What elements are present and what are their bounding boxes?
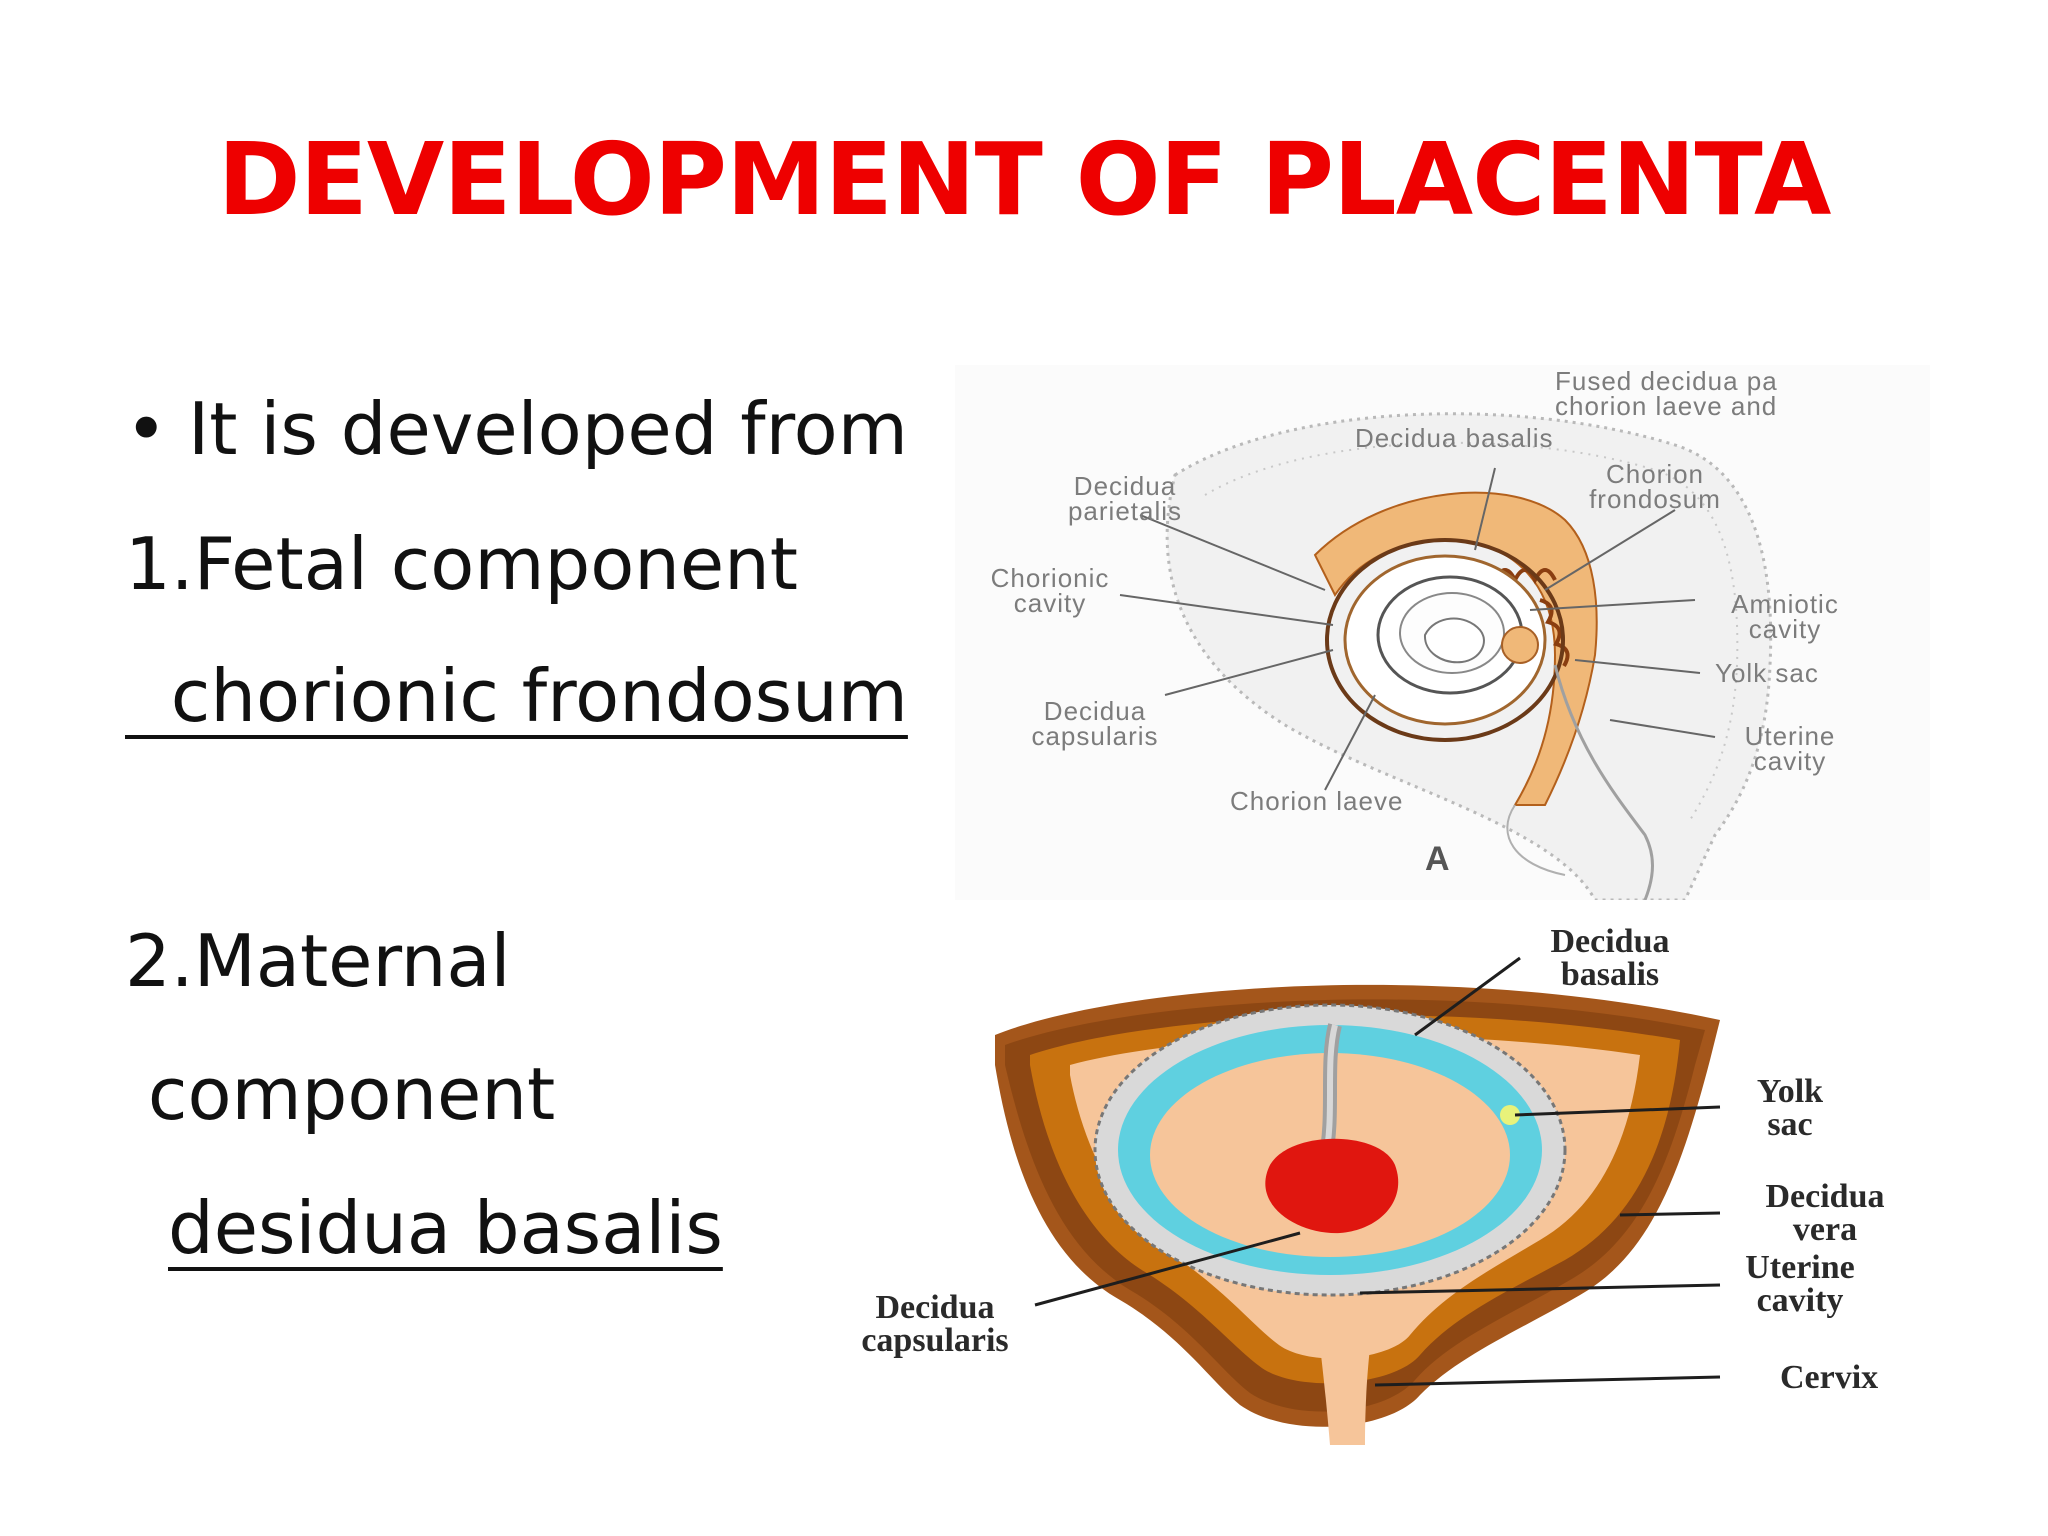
label-vera-1: Decidua: [1766, 1178, 1885, 1215]
label-chorion-2: frondosum: [1589, 484, 1721, 514]
maternal-heading-2: component: [125, 1052, 556, 1136]
maternal-heading: 2.Maternal: [125, 919, 511, 1003]
bullet-text: It is developed from: [188, 387, 908, 471]
label-capsularis-b-2: capsularis: [861, 1322, 1008, 1359]
label-capsularis-b-1: Decidua: [876, 1289, 995, 1326]
label-chorionic-1: Chorionic: [991, 563, 1110, 593]
diagram-figure-b: Decidua basalis Yolk sac Decidua vera Ut…: [820, 915, 1970, 1445]
label-capsularis-1: Decidua: [1044, 696, 1146, 726]
label-amniotic-1: Amniotic: [1731, 589, 1839, 619]
slide-title: DEVELOPMENT OF PLACENTA: [217, 121, 1832, 238]
label-fused-1: Fused decidua pa: [1555, 366, 1778, 396]
label-basalis-2: basalis: [1561, 956, 1659, 993]
embryo: [1265, 1138, 1399, 1234]
label-yolk-sac: Yolk sac: [1715, 658, 1819, 688]
label-yolk-1: Yolk: [1757, 1073, 1823, 1110]
label-capsularis-2: capsularis: [1031, 721, 1158, 751]
label-uterine-b-1: Uterine: [1745, 1249, 1855, 1286]
cervical-canal: [1553, 664, 1654, 900]
label-basalis-1: Decidua: [1551, 923, 1670, 960]
label-chorion-1: Chorion: [1606, 459, 1704, 489]
leader-lines-a: [1119, 467, 1716, 791]
chorionic-sac-b: [1093, 1003, 1567, 1297]
yolk-sac-dot: [1500, 1105, 1520, 1125]
label-parietalis-2: parietalis: [1068, 496, 1182, 526]
label-fused-2: chorion laeve and: [1555, 391, 1777, 421]
fetal-heading: 1.Fetal component: [125, 522, 799, 606]
cervical-canal-b: [1315, 1305, 1375, 1445]
label-chorion-laeve: Chorion laeve: [1230, 786, 1403, 816]
chorionic-sac: [1325, 538, 1565, 742]
bullet-line: •It is developed from: [125, 393, 908, 465]
label-vera-2: vera: [1793, 1211, 1857, 1248]
fetal-item: chorionic frondosum: [125, 660, 960, 760]
label-panel-a: A: [1425, 840, 1450, 878]
labels-a: Fused decidua pa chorion laeve and Decid…: [991, 366, 1839, 878]
fetal-item-text: chorionic frondosum: [125, 660, 908, 738]
diagram-figure-a: Fused decidua pa chorion laeve and Decid…: [955, 365, 1930, 900]
maternal-item: desidua basalis: [168, 1192, 723, 1264]
label-decidua-basalis: Decidua basalis: [1355, 423, 1554, 453]
label-chorionic-2: cavity: [1014, 588, 1086, 618]
label-parietalis-1: Decidua: [1074, 471, 1176, 501]
leader-lines-b: [1034, 956, 1721, 1387]
label-uterine-1: Uterine: [1745, 721, 1836, 751]
label-uterine-2: cavity: [1754, 746, 1826, 776]
label-amniotic-2: cavity: [1749, 614, 1821, 644]
label-yolk-2: sac: [1767, 1106, 1812, 1143]
maternal-item-text: desidua basalis: [168, 1186, 723, 1270]
bullet-icon: •: [125, 387, 168, 471]
label-cervix: Cervix: [1780, 1359, 1878, 1396]
labels-b: Decidua basalis Yolk sac Decidua vera Ut…: [861, 923, 1884, 1396]
label-uterine-b-2: cavity: [1757, 1282, 1844, 1319]
